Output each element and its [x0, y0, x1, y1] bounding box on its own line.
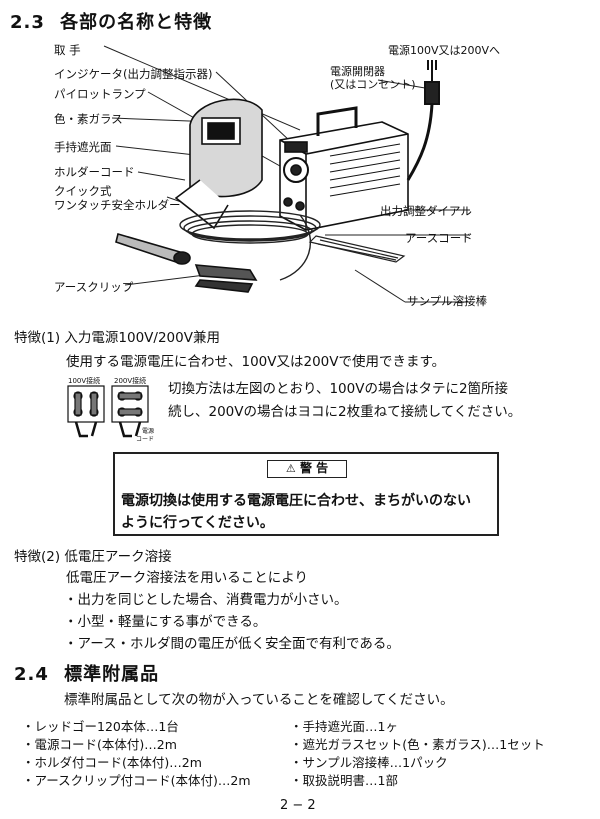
terminal-diagram	[67, 385, 149, 438]
earth-clip	[194, 264, 258, 293]
label-output-dial: 出力調整ダイアル	[380, 204, 472, 218]
accessory-item: ・レッドゴー120本体…1台	[22, 719, 179, 734]
warning-line-1: 電源切換は使用する電源電圧に合わせ、まちがいのない	[121, 493, 471, 509]
warning-header: ⚠ 警 告	[267, 460, 347, 478]
feature-1-line-3: 続し、200Vの場合はヨコに2枚重ねて接続してください。	[168, 404, 522, 420]
label-switch-1: 電源開閉器	[330, 65, 385, 78]
label-quick-holder-1: クイック式	[54, 184, 112, 198]
feature-2-bullet: ・アース・ホルダ間の電圧が低く安全面で有利である。	[64, 636, 400, 652]
accessory-item: ・遮光ガラスセット(色・素ガラス)…1セット	[290, 737, 545, 752]
accessory-item: ・アースクリップ付コード(本体付)…2m	[22, 773, 251, 788]
warning-icon: ⚠	[285, 462, 296, 475]
page-number: 2 − 2	[280, 798, 316, 813]
cable-coil	[179, 210, 321, 281]
label-quick-holder-2: ワンタッチ安全ホルダー	[54, 198, 181, 212]
label-earth-cord: アースコード	[405, 231, 473, 245]
label-hand-shield: 手持遮光面	[54, 140, 112, 154]
feature-2-bullet: ・小型・軽量にする事ができる。	[64, 614, 267, 630]
accessory-item: ・電源コード(本体付)…2m	[22, 737, 177, 752]
label-handle: 取 手	[54, 43, 81, 57]
label-earth-clip: アースクリップ	[54, 280, 134, 294]
sample-rods	[308, 235, 406, 263]
section-number: 2.4	[14, 664, 49, 685]
figure-label-cord-2: コード	[136, 436, 155, 443]
hand-shield	[174, 98, 263, 230]
accessory-item: ・手持遮光面…1ヶ	[290, 719, 398, 734]
feature-2-bullet: ・出力を同じとした場合、消費電力が小さい。	[64, 592, 348, 608]
power-switch	[406, 60, 440, 181]
label-sample-rod: サンプル溶接棒	[407, 294, 488, 308]
section-title: 標準附属品	[64, 664, 160, 685]
feature-1-title: 特徴(1) 入力電源100V/200V兼用	[14, 330, 220, 346]
section-2-4-heading: 2.4 標準附属品	[14, 660, 159, 686]
figure-label-200v: 200V接続	[114, 377, 147, 385]
figure-label-cord-1: 電源	[142, 428, 155, 435]
welder-diagram	[103, 45, 470, 303]
label-holder-cord: ホルダーコード	[54, 165, 135, 179]
figure-label-100v: 100V接続	[68, 377, 101, 385]
accessory-item: ・ホルダ付コード(本体付)…2m	[22, 755, 202, 770]
section-2-3-heading: 2.3 各部の名称と特徴	[10, 8, 212, 34]
leader-line	[103, 45, 301, 131]
label-indicator: インジケータ(出力調整指示器)	[54, 67, 213, 81]
voltage-switch-figure: 100V接続 200V接続 電源 コード	[62, 376, 158, 446]
label-pilot-lamp: パイロットランプ	[54, 87, 146, 101]
accessory-item: ・取扱説明書…1部	[290, 773, 398, 788]
warning-box: ⚠ 警 告 電源切換は使用する電源電圧に合わせ、まちがいのない ように行ってくだ…	[113, 452, 499, 536]
feature-1-line-1: 使用する電源電圧に合わせ、100V又は200Vで使用できます。	[66, 354, 446, 370]
label-switch-2: (又はコンセント)	[330, 78, 416, 91]
welder-body	[279, 106, 409, 231]
feature-2-title: 特徴(2) 低電圧アーク溶接	[14, 549, 172, 565]
electrode-holder	[115, 233, 191, 265]
feature-1-line-2: 切換方法は左図のとおり、100Vの場合はタテに2箇所接	[168, 381, 509, 397]
section-2-4-intro: 標準附属品として次の物が入っていることを確認してください。	[64, 692, 454, 708]
warning-line-2: ように行ってください。	[121, 515, 274, 531]
label-glass: 色・素ガラス	[54, 112, 123, 126]
feature-2-intro: 低電圧アーク溶接法を用いることにより	[66, 570, 308, 586]
warning-header-text: 警 告	[299, 461, 329, 475]
accessory-item: ・サンプル溶接棒…1パック	[290, 755, 448, 770]
label-power-note: 電源100V又は200Vへ	[388, 44, 501, 57]
section-title: 各部の名称と特徴	[60, 12, 213, 33]
section-number: 2.3	[10, 12, 45, 33]
